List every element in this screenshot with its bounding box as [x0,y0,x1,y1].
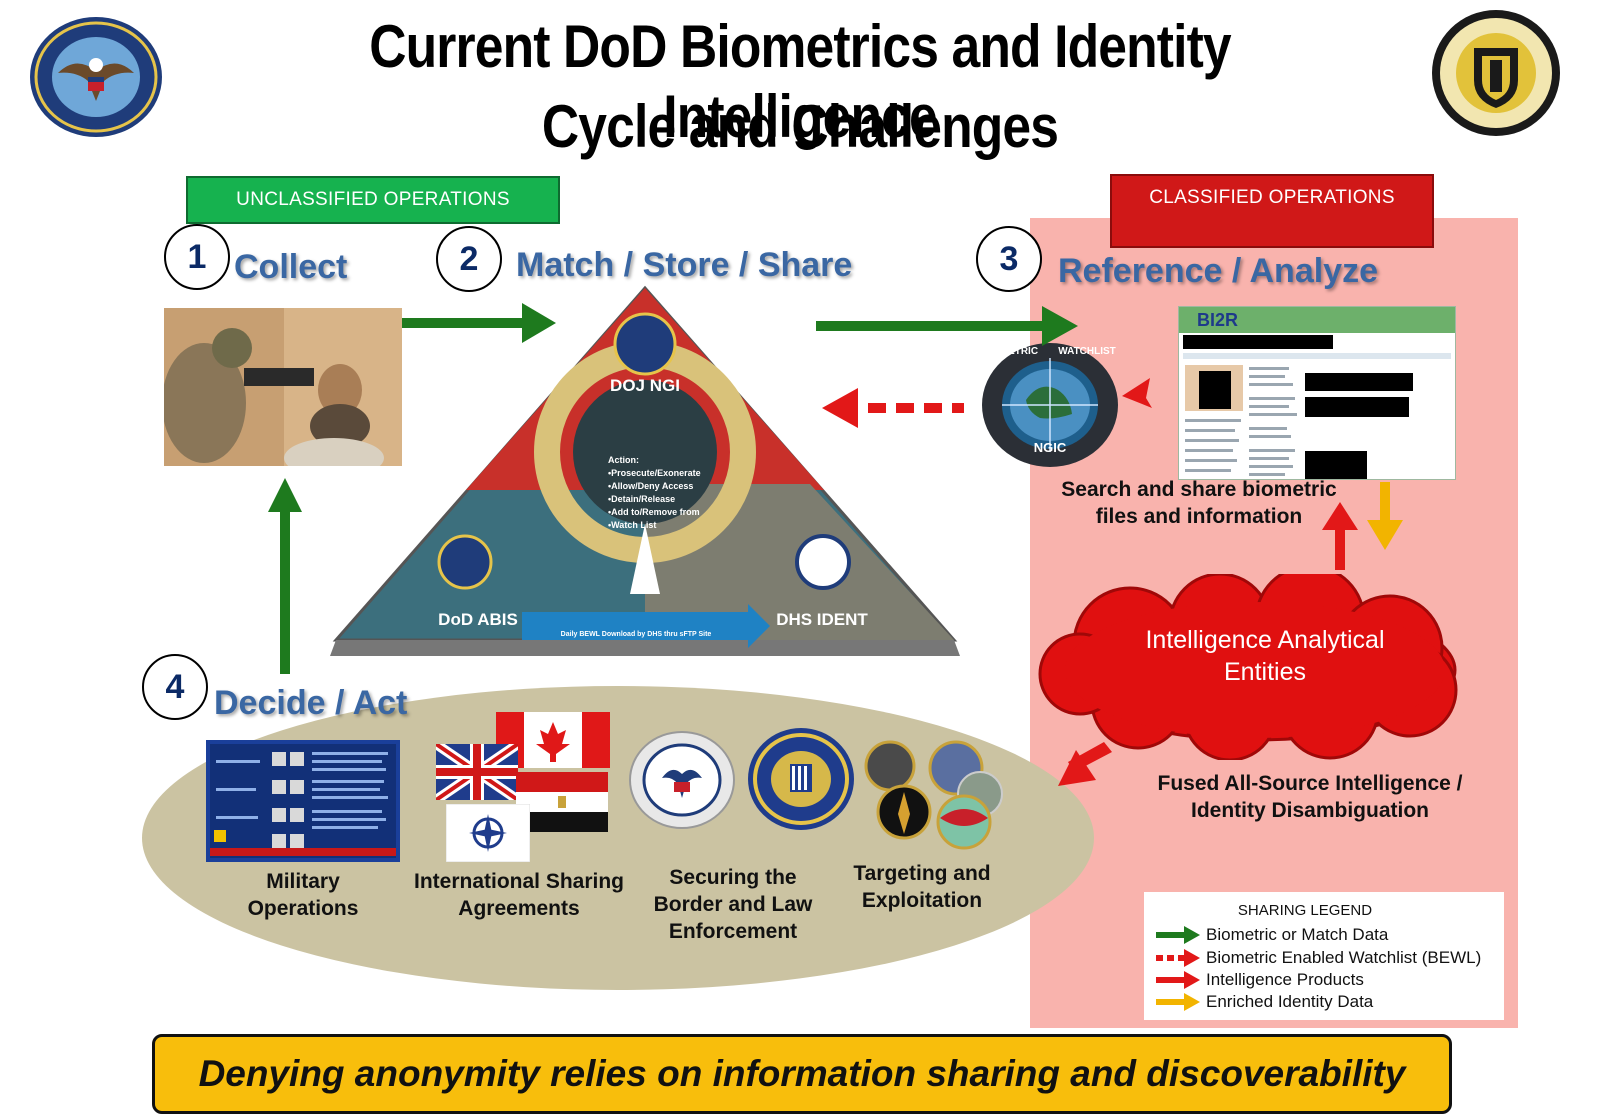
action-item: •Add to/Remove from [608,507,700,517]
ngic-watchlist-seal-icon [982,343,1118,467]
legend-item-biometric: Biometric or Match Data [1154,924,1388,946]
step-4-label: Decide / Act [214,684,408,722]
ngic-seal-top-text-2: WATCHLIST [1058,346,1116,357]
legend-arrow-yellow-icon [1156,993,1200,1011]
arrow-cloud-to-search [1322,502,1358,570]
dod-seal-icon [30,17,162,137]
arrow-match-to-reference [816,306,1078,346]
step-2-label: Match / Store / Share [516,246,853,284]
legend-label: Intelligence Products [1206,970,1364,989]
united-kingdom-flag-icon [436,744,518,800]
arrow-bi2r-to-seal [1122,378,1152,408]
step-3-label: Reference / Analyze [1058,252,1378,290]
military-operations-screen [206,740,400,862]
sharing-legend: SHARING LEGEND Biometric or Match Data B… [1144,892,1504,1020]
nato-flag-icon [446,804,530,862]
military-operations-caption: Military Operations [247,870,359,920]
dhs-ident-label: DHS IDENT [776,610,868,629]
title-line-2: Cycle and Challenges [541,93,1059,160]
targeting-seals-icon [864,740,1003,850]
legend-arrow-dotted-red-icon [1156,949,1200,967]
legend-title: SHARING LEGEND [1237,902,1373,919]
doj-ngi-label: DOJ NGI [610,376,680,395]
footer-text: Denying anonymity relies on information … [198,1053,1406,1094]
legend-item-intelligence: Intelligence Products [1154,969,1364,991]
ngic-seal-top-text: BIOMETRIC [981,346,1039,357]
bi2r-screenshot: BI2R [1178,306,1456,480]
collect-photo [164,308,402,466]
step-2-circle: 2 [436,226,502,292]
bi2r-header: BI2R [1179,307,1455,333]
footer-banner: Denying anonymity relies on information … [152,1034,1452,1114]
arrow-bewl-dotted [822,388,964,428]
ngic-seal-bottom-text: NGIC [1033,440,1067,455]
legend-arrow-red-icon [1156,971,1200,989]
classified-banner: CLASSIFIED OPERATIONS [1110,174,1434,248]
targeting-exploitation-caption: Targeting and Exploitation [853,862,991,912]
egypt-flag-icon [516,772,608,832]
arrow-bi2r-to-cloud [1367,482,1403,550]
arrow-collect-to-match [402,303,556,343]
legend-arrow-green-icon [1156,926,1200,944]
step-1-circle: 1 [164,224,230,290]
dhs-seal-icon [629,731,735,829]
action-title: Action: [608,455,639,465]
border-law-enforcement-caption: Securing the Border and Law Enforcement [653,866,813,943]
dod-abis-label: DoD ABIS [438,610,518,629]
action-item: •Prosecute/Exonerate [608,468,701,478]
dfba-seal-icon [1432,10,1560,136]
fbi-seal-icon [748,728,854,830]
cloud-text: Intelligence Analytical Entities [1145,626,1385,686]
legend-item-bewl: Biometric Enabled Watchlist (BEWL) [1154,947,1481,969]
intelligence-cloud [1038,574,1458,760]
canada-flag-icon [496,712,610,768]
arrow-decide-to-collect [268,478,302,674]
bi2r-content [1183,335,1451,479]
matching-triangle [330,285,960,656]
daily-bewl-label: Daily BEWL Download by DHS thru sFTP Sit… [560,631,712,638]
unclassified-banner: UNCLASSIFIED OPERATIONS [186,176,560,224]
international-sharing-caption: International Sharing Agreements [413,870,625,920]
step-3-circle: 3 [976,226,1042,292]
bi2r-label: BI2R [1197,310,1239,330]
search-share-caption: Search and share biometric files and inf… [1061,478,1337,528]
legend-label: Biometric Enabled Watchlist (BEWL) [1206,948,1482,967]
action-item: •Watch List [608,520,657,530]
fused-intelligence-caption: Fused All-Source Intelligence / Identity… [1157,772,1463,822]
action-item: •Allow/Deny Access [608,481,694,491]
legend-label: Biometric or Match Data [1206,925,1389,944]
title-line-1: Current DoD Biometrics and Identity Inte… [369,13,1231,150]
action-list: Action: •Prosecute/Exonerate •Allow/Deny… [608,454,728,532]
arrow-cloud-to-decide [1058,742,1112,786]
step-4-circle: 4 [142,654,208,720]
action-item: •Detain/Release [608,494,676,504]
legend-label: Enriched Identity Data [1206,992,1374,1011]
step-1-label: Collect [234,248,348,286]
legend-item-enriched: Enriched Identity Data [1154,991,1373,1013]
